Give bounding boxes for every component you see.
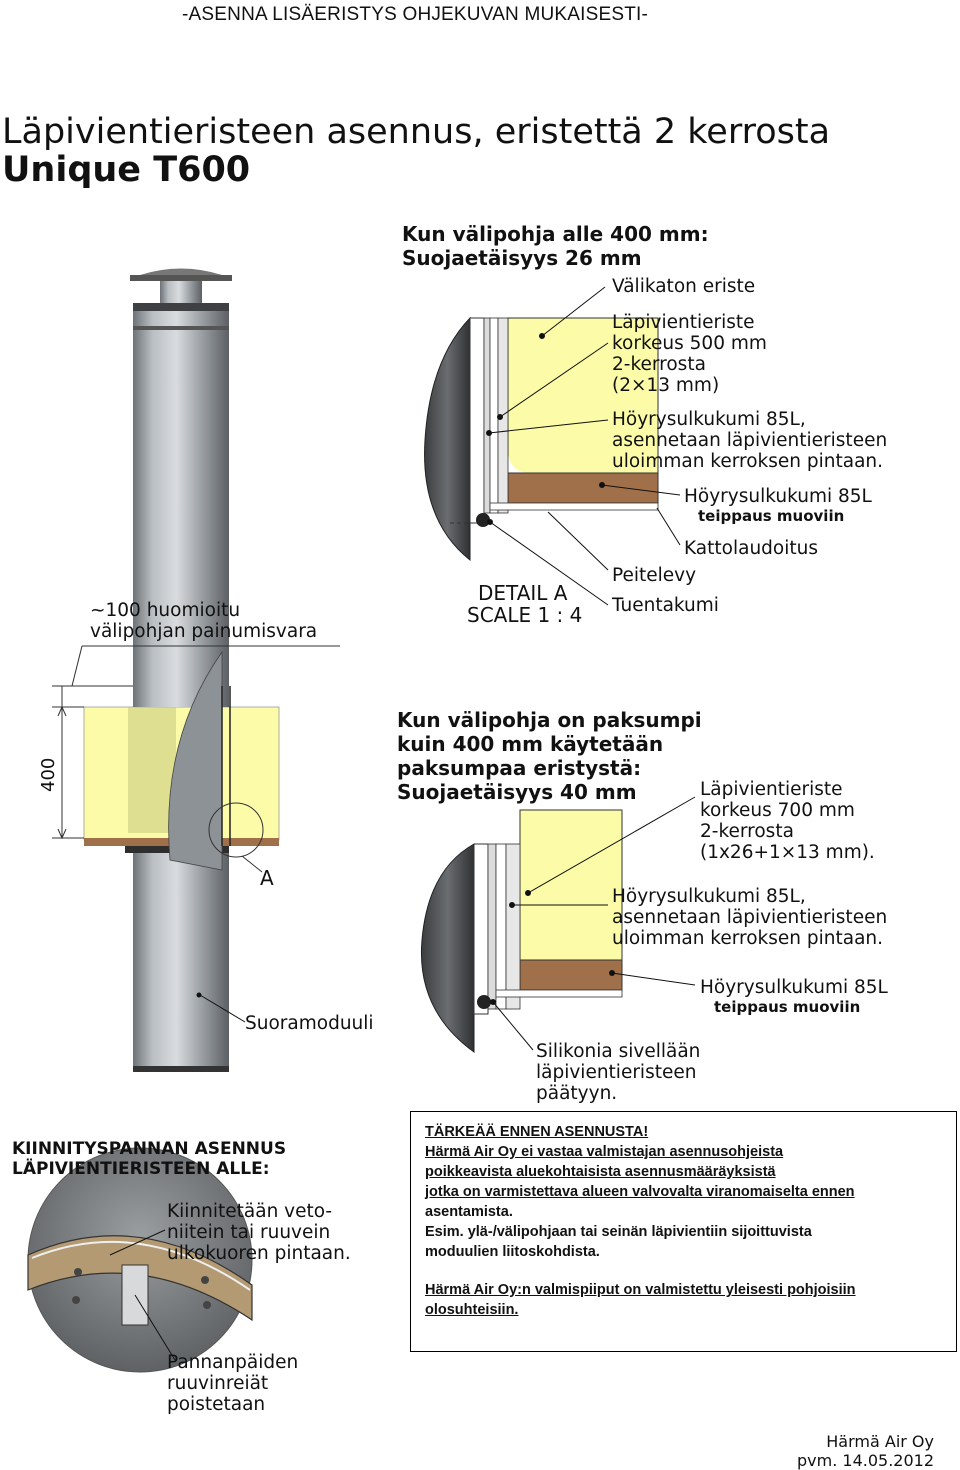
detail-top-graphic [424,286,681,606]
detail-top-heading: Kun välipohja alle 400 mm: Suojaetäisyys… [402,222,709,270]
chimney-neck [160,281,202,305]
chimney-cap-top [140,268,222,275]
notice-line8: olosuhteisiin. [425,1302,519,1318]
label-teippaus-bottom: teippaus muoviin [714,998,861,1016]
page-subtitle: Unique T600 [2,150,251,190]
label-hoyrysulku2-top: Höyrysulkukumi 85L [684,486,872,507]
label-hoyrysulku-bottom: Höyrysulkukumi 85L, asennetaan läpivient… [612,886,888,949]
floor-insulation [83,650,280,873]
label-suoramoduuli: Suoramoduuli [245,1013,374,1034]
detail-bulge [168,650,223,871]
chimney-ring [133,326,229,330]
notice-line2: poikkeavista aluekohtaisista asennusmäär… [425,1164,776,1180]
label-hoyrysulku2-bottom: Höyrysulkukumi 85L [700,977,888,998]
label-clamp-fasten: Kiinnitetään veto- niitein tai ruuvein u… [167,1201,351,1264]
label-silikonia: Silikonia sivellään läpivientieristeen p… [536,1041,701,1104]
label-lapivientieriste-top: Läpivientieriste korkeus 500 mm 2-kerros… [612,312,767,396]
label-clamp-holes: Pannanpäiden ruuvinreiät poistetaan [167,1352,299,1415]
top-note: -ASENNA LISÄERISTYS OHJEKUVAN MUKAISESTI… [182,4,649,25]
dimension-400 [52,645,340,840]
chimney-ring-top [133,303,229,311]
label-lapivientieriste-bottom: Läpivientieriste korkeus 700 mm 2-kerros… [700,779,875,863]
detail-a-line2: SCALE 1 : 4 [467,603,583,627]
detail-bottom-heading: Kun välipohja on paksumpi kuin 400 mm kä… [397,708,702,804]
notice-line1: Härmä Air Oy ei vastaa valmistajan asenn… [425,1144,784,1160]
detail-bottom-graphic [420,796,696,1053]
notice-line5: Esim. ylä-/välipohjaan tai seinän läpivi… [425,1224,812,1240]
label-hoyrysulku-top: Höyrysulkukumi 85L, asennetaan läpivient… [612,409,888,472]
chimney-cap [130,275,232,281]
notice-line4: asentamista. [425,1204,513,1220]
notice-line6: moduulien liitoskohdista. [425,1244,600,1260]
detail-marker-a: A [260,866,274,890]
detail-a-circle [208,802,264,858]
dimension-label: 400 [38,757,59,792]
label-kattolaudoitus: Kattolaudoitus [684,538,818,559]
footer-date: pvm. 14.05.2012 [797,1451,934,1470]
detail-a-line1: DETAIL A [478,581,568,605]
footer-company: Härmä Air Oy [826,1432,934,1451]
notice-title: TÄRKEÄÄ ENNEN ASENNUSTA! [425,1124,649,1140]
clamp-heading: KIINNITYSPANNAN ASENNUS LÄPIVIENTIERISTE… [12,1139,287,1179]
label-valikaton-eriste: Välikaton eriste [612,276,756,297]
page-title: Läpivientieristeen asennus, eristettä 2 … [2,112,831,152]
label-teippaus-top: teippaus muoviin [698,507,845,525]
notice-line7: Härmä Air Oy:n valmispiiput on valmistet… [425,1282,856,1298]
label-tuentakumi: Tuentakumi [612,595,719,616]
label-peitelevy: Peitelevy [612,565,697,586]
clamp-graphic [27,1147,253,1373]
chimney-bottom-ring [133,1066,229,1072]
notice-box: TÄRKEÄÄ ENNEN ASENNUSTA! Härmä Air Oy ei… [410,1111,957,1352]
footer: Härmä Air Oy pvm. 14.05.2012 [797,1432,934,1470]
notice-line3: jotka on varmistettava alueen valvovalta… [425,1184,855,1200]
label-painumisvara: ~100 huomioitu välipohjan painumisvara [90,600,318,642]
